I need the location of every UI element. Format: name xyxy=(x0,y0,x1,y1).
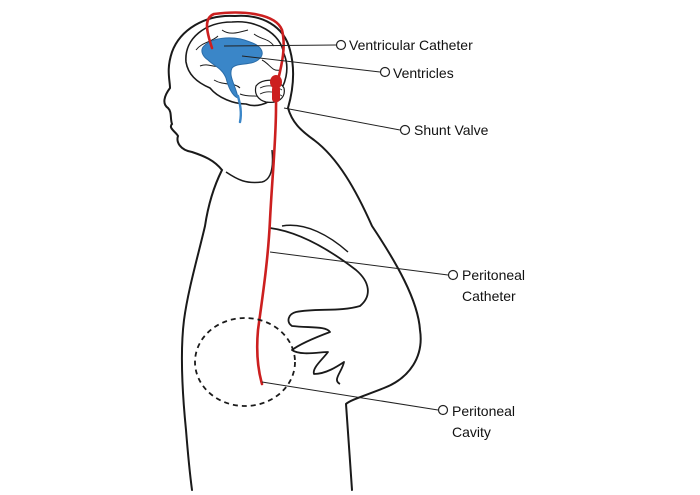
label-ventricular-catheter: Ventricular Catheter xyxy=(349,37,473,53)
marker-peritoneal-catheter xyxy=(447,269,459,281)
leader-peritoneal-cavity xyxy=(261,381,439,411)
marker-ventricular-catheter xyxy=(335,39,347,51)
label-peritoneal-cavity-line1: Peritoneal xyxy=(452,403,516,419)
shunt-valve xyxy=(270,75,282,102)
marker-ventricles xyxy=(379,66,391,78)
catheter-line xyxy=(205,11,285,386)
label-peritoneal-catheter-line2: Catheter xyxy=(462,288,516,304)
leader-ventricular-catheter xyxy=(223,44,337,47)
label-ventricles: Ventricles xyxy=(393,65,454,81)
back-outline xyxy=(234,14,422,491)
label-peritoneal-cavity-line2: Cavity xyxy=(452,424,491,440)
peritoneal-cavity xyxy=(194,317,296,407)
leader-circles xyxy=(335,39,459,416)
marker-peritoneal-cavity xyxy=(437,404,449,416)
leader-lines xyxy=(223,44,449,411)
leader-ventricles xyxy=(241,55,381,73)
leader-shunt-valve xyxy=(283,107,401,131)
label-peritoneal-catheter-line1: Peritoneal xyxy=(462,267,526,283)
upper-arm-line xyxy=(281,224,349,253)
marker-shunt-valve xyxy=(399,124,411,136)
body-outline xyxy=(163,14,236,491)
leader-peritoneal-catheter xyxy=(269,251,449,276)
arm-outline xyxy=(269,227,369,385)
ventricles-shape xyxy=(201,37,263,99)
chest-line xyxy=(225,149,274,184)
label-shunt-valve: Shunt Valve xyxy=(414,122,489,138)
ventricle-canal xyxy=(236,94,243,124)
